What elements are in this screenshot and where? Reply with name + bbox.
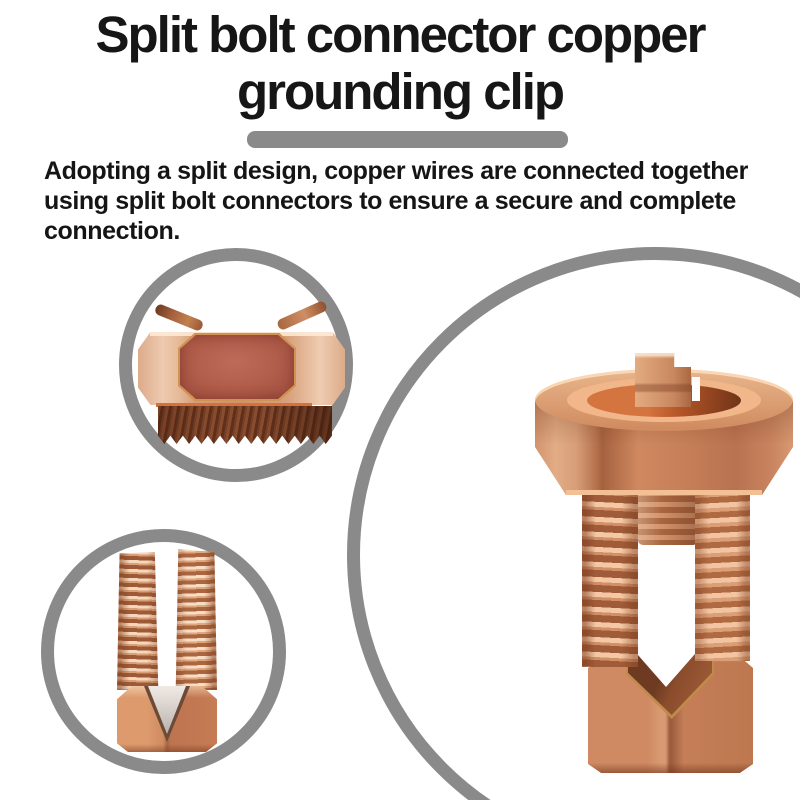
photo-split-stem-view [117, 549, 217, 754]
title-line-1: Split bolt connector copper [95, 6, 706, 63]
photo-assembled-connector [535, 353, 799, 777]
wire-prong-left [153, 303, 205, 332]
threaded-prong-left [117, 552, 159, 690]
bolt-end-block [638, 491, 698, 545]
thread-column-right [695, 489, 750, 661]
description-line-3: connection. [44, 217, 180, 245]
page-title: Split bolt connector copper grounding cl… [0, 6, 800, 120]
description-line-1: Adopting a split design, copper wires ar… [44, 157, 748, 185]
bolt-tab [635, 353, 691, 407]
serrated-pressure-pad [158, 406, 332, 444]
nut-center-facet [180, 335, 294, 399]
wire-prong-right [276, 299, 328, 332]
description-line-2: using split bolt connectors to ensure a … [44, 187, 736, 215]
product-description: Adopting a split design, copper wires ar… [44, 156, 784, 246]
tab-side-slit [692, 377, 700, 401]
title-line-2: grounding clip [236, 63, 565, 120]
copper-gap-sliver [156, 403, 312, 407]
thread-column-left [582, 489, 638, 667]
photo-nut-side-view [138, 299, 345, 445]
title-underline-bar [247, 131, 568, 148]
nut-center-facet-edge [178, 333, 296, 401]
nut-bottom-rim [565, 490, 763, 495]
threaded-prong-right [175, 549, 217, 690]
